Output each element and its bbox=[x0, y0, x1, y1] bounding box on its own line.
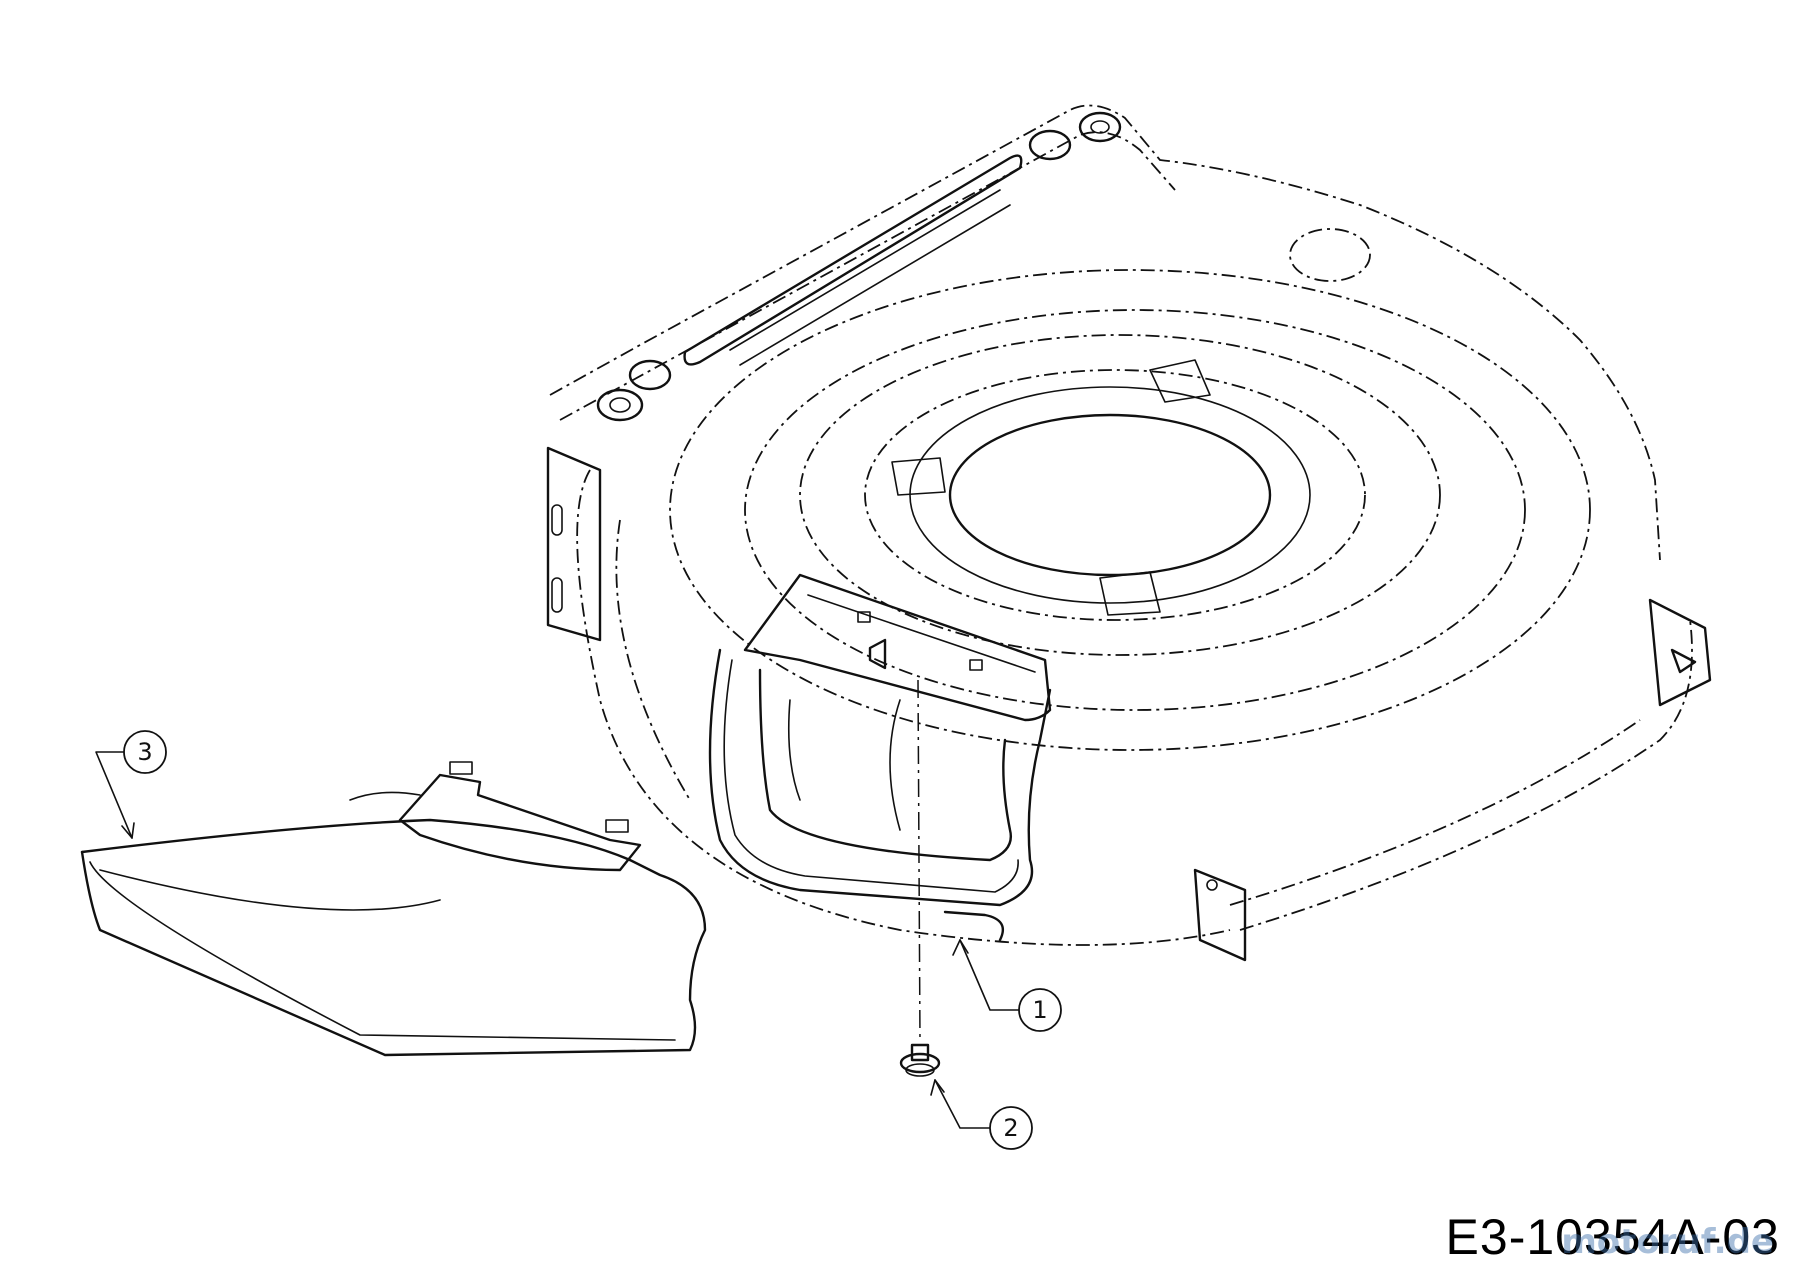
watermark-logo: motoruf.de bbox=[1561, 1222, 1774, 1262]
callout-1: 1 bbox=[1018, 988, 1062, 1032]
callout-2: 2 bbox=[989, 1106, 1033, 1150]
drawing-number: E3-10354A-03 bbox=[1445, 1209, 1780, 1265]
mower-deck bbox=[546, 104, 1712, 962]
callout-1-label: 1 bbox=[1032, 996, 1047, 1024]
callout-2-label: 2 bbox=[1003, 1114, 1018, 1142]
screw bbox=[899, 679, 941, 1077]
callout-leaders bbox=[95, 751, 1021, 1129]
deflector-flap bbox=[708, 573, 1052, 942]
callout-3-label: 3 bbox=[137, 738, 152, 766]
callout-3: 3 bbox=[123, 730, 167, 774]
mulch-side-chute bbox=[80, 761, 707, 1057]
